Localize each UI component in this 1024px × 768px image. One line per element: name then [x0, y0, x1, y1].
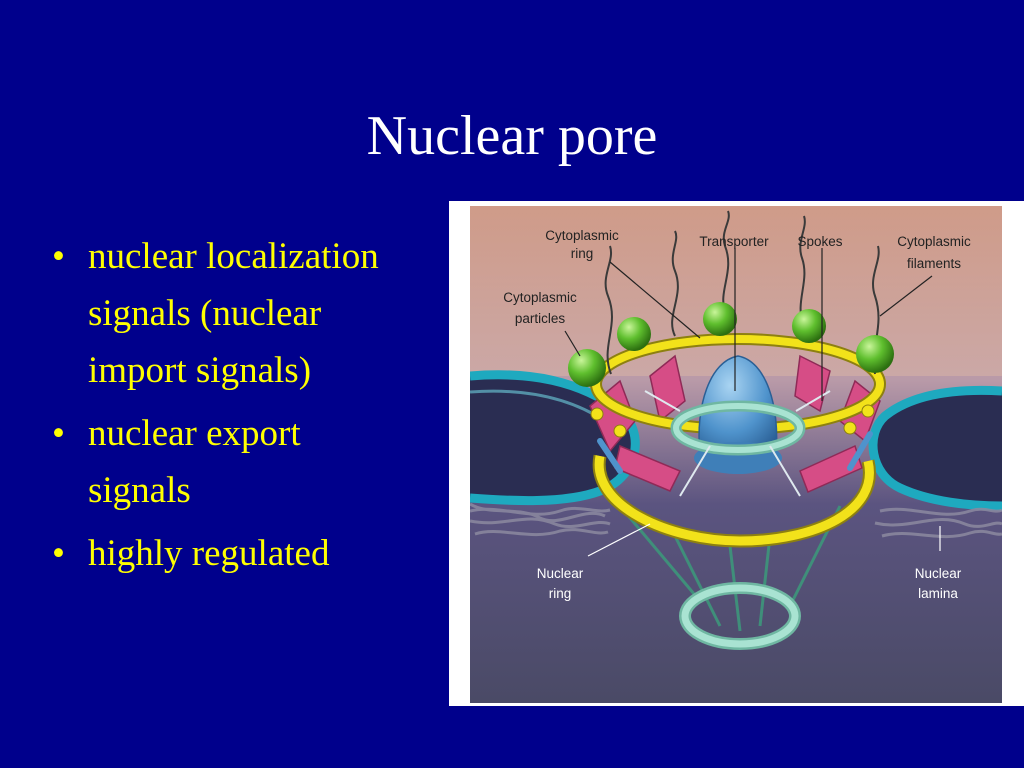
cytoplasmic-particles [568, 302, 894, 387]
particle-ball [856, 335, 894, 373]
label-nuclear-ring-2: ring [549, 586, 572, 601]
inner-ring [670, 400, 806, 456]
bullet-line: signals [88, 470, 191, 511]
label-cytoplasmic-filaments-2: filaments [907, 256, 961, 271]
bullet-line: signals (nuclear [88, 293, 322, 334]
label-cytoplasmic-ring-2: ring [571, 246, 594, 261]
ring-knobs [590, 404, 875, 438]
bullet-marker: • [52, 413, 65, 454]
label-cytoplasmic-filaments-1: Cytoplasmic [897, 234, 971, 249]
bullet-item-nes: • nuclear export signals [46, 405, 446, 519]
label-pointers-light [587, 523, 941, 557]
large-yellow-ring [592, 454, 876, 548]
particle-ball [568, 349, 606, 387]
label-cytoplasmic-ring-1: Cytoplasmic [545, 228, 619, 243]
slide-title: Nuclear pore [366, 105, 658, 167]
label-spokes: Spokes [797, 234, 842, 249]
transporter-connectors [644, 390, 831, 497]
bullet-marker: • [52, 236, 65, 277]
label-nuclear-lamina-1: Nuclear [915, 566, 962, 581]
particle-ball [792, 309, 826, 343]
nuclear-pore-figure: Cytoplasmic ring Transporter Spokes Cyto… [449, 201, 1024, 706]
bullet-line: nuclear export [88, 413, 301, 454]
bullet-line: nuclear localization [88, 236, 379, 277]
nuclear-lamina-left [470, 502, 611, 537]
bullet-line: highly regulated [88, 533, 330, 574]
label-cytoplasmic-particles-1: Cytoplasmic [503, 290, 577, 305]
bullet-item-regulated: • highly regulated [46, 525, 446, 582]
bullet-item-nls: • nuclear localization signals (nuclear … [46, 228, 446, 399]
bullet-list: • nuclear localization signals (nuclear … [46, 228, 446, 588]
particle-ball [703, 302, 737, 336]
particle-ball [617, 317, 651, 351]
bullet-marker: • [52, 533, 65, 574]
nuclear-pore-diagram: Cytoplasmic ring Transporter Spokes Cyto… [470, 206, 1002, 703]
label-nuclear-ring-1: Nuclear [537, 566, 584, 581]
nuclear-lamina-right [874, 507, 1002, 539]
nuclear-envelope-right [868, 385, 1002, 511]
label-nuclear-lamina-2: lamina [918, 586, 958, 601]
label-pointers [564, 248, 933, 401]
nuclear-ring [679, 582, 801, 650]
label-cytoplasmic-particles-2: particles [515, 311, 566, 326]
mid-rods [597, 431, 873, 474]
bullet-line: import signals) [88, 350, 312, 391]
label-transporter: Transporter [699, 234, 769, 249]
